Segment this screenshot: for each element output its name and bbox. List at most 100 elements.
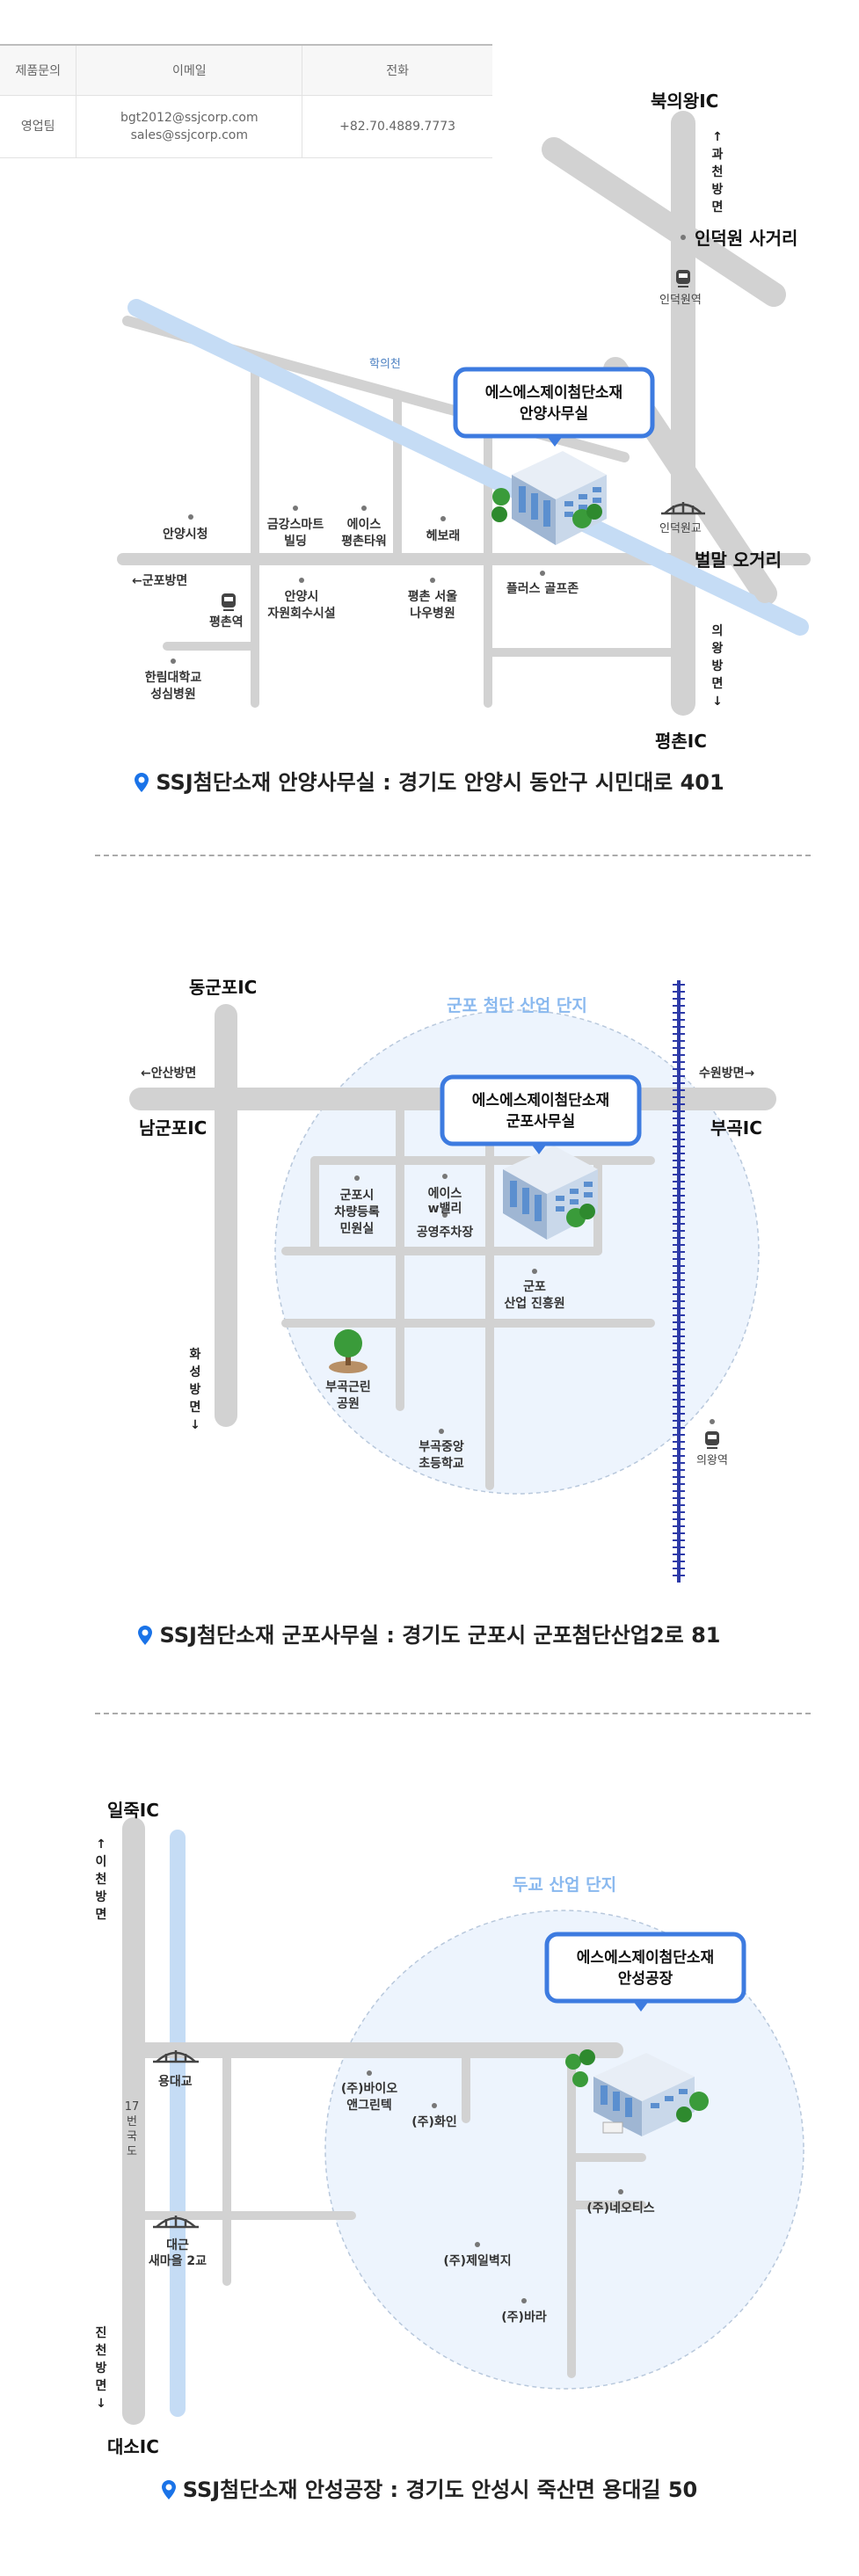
gunpo-address-text: SSJ첨단소재 군포사무실 : 경기도 군포시 군포첨단산업2로 81 (159, 1623, 721, 1648)
ace-wvalley-label-1: 에이스 (428, 1186, 462, 1201)
anyang-callout-line-1: 에스에스제이첨단소재 (485, 383, 622, 402)
uiwang-dir-3: 방 (712, 659, 724, 673)
route17-label-3: 국 (127, 2130, 137, 2143)
geumgang-label-1: 금강스마트 (267, 517, 324, 532)
daegeun-bridge-label-1: 대근 (166, 2238, 189, 2252)
contact-phone: +82.70.4889.7773 (302, 95, 492, 158)
beolmal-crossroad-label: 벌말 오거리 (695, 549, 782, 571)
bugui-ic-label: 북의왕IC (651, 91, 718, 112)
resource-label-1: 안양시 (285, 589, 319, 604)
heborae-label: 헤보래 (426, 529, 461, 543)
anseong-poi-markers (367, 2070, 623, 2303)
section-divider-1 (95, 855, 811, 856)
route17-label-1: 17 (125, 2100, 140, 2114)
hwaseong-dir-4: 면 (190, 1400, 201, 1415)
anyang-office-building-icon (491, 451, 607, 545)
indeogwon-station-label: 인덕원역 (659, 294, 702, 307)
anseong-address-text: SSJ첨단소재 안성공장 : 경기도 안성시 죽산면 용대길 50 (182, 2478, 698, 2502)
location-pin-icon (138, 1626, 153, 1645)
anseong-callout-line-1: 에스에스제이첨단소재 (577, 1948, 714, 1967)
ace-tower-label-1: 에이스 (347, 517, 382, 532)
parking-label: 공영주차장 (417, 1225, 474, 1240)
school-label-2: 초등학교 (419, 1457, 464, 1471)
park-label-1: 부곡근린 (325, 1379, 371, 1394)
uiwang-dir-5: ↓ (712, 695, 723, 709)
contact-email-link-1[interactable]: bgt2012@ssjcorp.com (120, 111, 258, 125)
gwacheon-dir-1: ↑ (712, 130, 723, 144)
hwaseong-dir-5: ↓ (190, 1418, 200, 1432)
uiwang-dir-1: 의 (712, 623, 724, 638)
daegeun-bridge-label-2: 새마을 2교 (149, 2254, 207, 2268)
gwacheon-dir-3: 천 (712, 165, 724, 179)
gwacheon-dir-5: 면 (712, 200, 724, 215)
dugyo-industrial-zone (324, 1910, 804, 2390)
ace-tower-label-2: 평촌타워 (341, 534, 387, 549)
contact-header-phone: 전화 (302, 44, 492, 96)
anyang-callout-line-2: 안양사무실 (520, 405, 588, 423)
promotion-label-1: 군포 (523, 1280, 546, 1294)
gunpo-address: SSJ첨단소재 군포사무실 : 경기도 군포시 군포첨단산업2로 81 (0, 1618, 859, 1648)
icheon-dir-4: 방 (96, 1889, 107, 1904)
registry-label-2: 차량등록 (334, 1205, 380, 1219)
indeogwon-bridge-label: 인덕원교 (659, 522, 702, 535)
anyang-address: SSJ첨단소재 안양사무실 : 경기도 안양시 동안구 시민대로 401 (0, 765, 859, 796)
gunpo-callout: 에스에스제이첨단소재 군포사무실 (440, 1074, 642, 1154)
indeogwon-station-icon (676, 270, 690, 287)
hallym-label-1: 한림대학교 (145, 671, 202, 685)
contact-table-header-row: 제품문의 이메일 전화 (0, 44, 492, 96)
gunpo-office-building-icon (503, 1146, 598, 1240)
hwaseong-dir-1: 화 (190, 1348, 201, 1362)
contact-header-email: 이메일 (76, 44, 302, 96)
gunpo-callout-line-1: 에스에스제이첨단소재 (472, 1091, 609, 1110)
ansan-dir-label: ←안산방면 (141, 1066, 196, 1081)
school-label-1: 부곡중앙 (419, 1439, 464, 1454)
icheon-dir-2: 이 (96, 1854, 107, 1869)
river-label: 학의천 (369, 358, 401, 371)
anseong-address: SSJ첨단소재 안성공장 : 경기도 안성시 죽산면 용대길 50 (0, 2472, 859, 2503)
contact-email-cell: bgt2012@ssjcorp.com sales@ssjcorp.com (76, 95, 302, 158)
resource-label-2: 자원회수시설 (267, 607, 335, 621)
bio-label-2: 앤그린텍 (346, 2098, 392, 2113)
namgunpo-ic-label: 남군포IC (139, 1117, 207, 1139)
hwaseong-dir-2: 성 (190, 1365, 201, 1379)
park-tree-icon (329, 1329, 368, 1373)
jeil-label: (주)제일벽지 (443, 2253, 511, 2268)
hwaseong-dir-3: 방 (190, 1382, 201, 1397)
contact-email-link-2[interactable]: sales@ssjcorp.com (130, 128, 248, 142)
pyeongchon-station-label: 평촌역 (209, 615, 244, 629)
anseong-callout: 에스에스제이첨단소재 안성공장 (544, 1932, 746, 2012)
anyang-callout: 에스에스제이첨단소재 안양사무실 (453, 367, 655, 447)
pyeongchon-hospital-label-1: 평촌 서울 (408, 589, 458, 604)
park-label-2: 공원 (337, 1397, 360, 1411)
jincheon-dir-5: ↓ (96, 2397, 106, 2411)
yongdae-bridge-label: 용대교 (158, 2075, 193, 2089)
daeso-ic-label: 대소IC (107, 2436, 159, 2457)
uiwang-dir-4: 면 (712, 676, 724, 691)
pyeongchon-station-icon (222, 593, 236, 611)
location-pin-icon (161, 2480, 176, 2500)
hakuicheon-river (127, 299, 809, 636)
iljuk-ic-label: 일죽IC (107, 1800, 159, 1821)
route17-label-4: 도 (127, 2145, 137, 2158)
gwacheon-dir-2: 과 (712, 148, 724, 162)
route17-label-2: 번 (127, 2115, 137, 2128)
gunpo-zone-label: 군포 첨단 산업 단지 (447, 996, 587, 1015)
contact-department: 영업팀 (0, 95, 76, 158)
uiwang-dir-2: 왕 (712, 642, 724, 656)
anyang-poi-markers (171, 235, 686, 664)
plus-golf-label: 플러스 골프존 (506, 582, 579, 596)
anseong-map: 두교 산업 단지 에스에스제이첨단소재 안성공장 (96, 1800, 804, 2457)
uiwang-station-label: 의왕역 (696, 1454, 728, 1467)
icheon-dir-1: ↑ (96, 1837, 106, 1852)
yongdae-bridge-icon (153, 2050, 199, 2063)
hallym-label-2: 성심병원 (150, 687, 196, 702)
contact-header-product: 제품문의 (0, 44, 76, 96)
hwain-label: (주)화인 (411, 2114, 456, 2129)
gunpo-dir-label: ←군포방면 (132, 573, 187, 588)
section-divider-2 (95, 1713, 811, 1714)
contact-table-row: 영업팀 bgt2012@ssjcorp.com sales@ssjcorp.co… (0, 95, 492, 158)
jincheon-dir-3: 방 (96, 2361, 107, 2376)
registry-label-1: 군포시 (340, 1189, 375, 1203)
pyeongchon-ic-label: 평촌IC (655, 731, 707, 752)
pyeongchon-hospital-label-2: 나우병원 (410, 606, 455, 621)
